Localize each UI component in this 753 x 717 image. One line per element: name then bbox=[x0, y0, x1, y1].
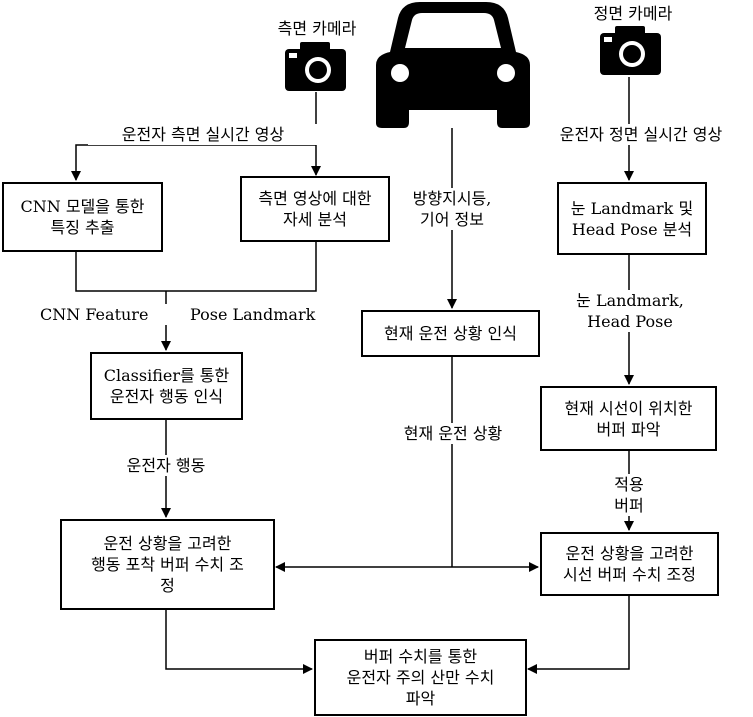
connector-cnn-down bbox=[75, 242, 317, 292]
connector-gazebuffer-final bbox=[527, 596, 630, 674]
cnn-feature-box: CNN 모델을 통한 특징 추출 bbox=[2, 182, 163, 252]
front-camera-icon bbox=[600, 26, 661, 75]
edge-label-applied-buffer: 적용 버퍼 bbox=[606, 474, 652, 516]
situation-box: 현재 운전 상황 인식 bbox=[361, 310, 540, 357]
edge-label-cnn-feature: CNN Feature bbox=[40, 304, 170, 325]
eye-analysis-box: 눈 Landmark 및 Head Pose 분석 bbox=[557, 182, 707, 255]
edge-label-pose-landmark: Pose Landmark bbox=[190, 304, 330, 325]
edge-label-side-video: 운전자 측면 실시간 영상 bbox=[88, 124, 318, 145]
connector-behavior-final bbox=[165, 610, 313, 674]
edge-label-eye-pose: 눈 Landmark, Head Pose bbox=[568, 290, 692, 332]
car-icon bbox=[376, 2, 530, 128]
connector-side-branch bbox=[71, 144, 316, 181]
final-box: 버퍼 수치를 통한 운전자 주의 산만 수치 파악 bbox=[314, 639, 527, 716]
edge-label-driving-situation: 현재 운전 상황 bbox=[388, 423, 518, 444]
gaze-box: 현재 시선이 위치한 버퍼 파악 bbox=[540, 386, 717, 451]
edge-label-front-video: 운전자 정면 실시간 영상 bbox=[530, 124, 752, 145]
classifier-box: Classifier를 통한 운전자 행동 인식 bbox=[90, 352, 243, 420]
edge-label-signal-info: 방향지시등, 기어 정보 bbox=[400, 188, 504, 230]
gaze-buffer-box: 운전 상황을 고려한 시선 버퍼 수치 조정 bbox=[540, 532, 719, 596]
behavior-buffer-box: 운전 상황을 고려한 행동 포착 버퍼 수치 조 정 bbox=[60, 519, 275, 610]
side-analysis-box: 측면 영상에 대한 자세 분석 bbox=[240, 176, 390, 242]
side-camera-label: 측면 카메라 bbox=[277, 19, 357, 38]
edge-label-driver-behavior: 운전자 행동 bbox=[112, 455, 220, 476]
side-camera-icon bbox=[285, 42, 346, 91]
front-camera-label: 정면 카메라 bbox=[593, 4, 673, 23]
